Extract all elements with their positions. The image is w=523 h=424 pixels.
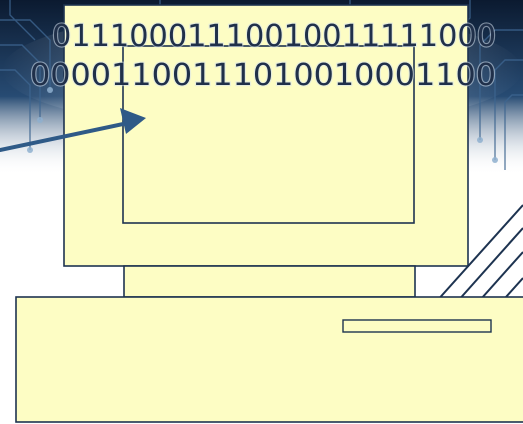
pointer-arrow-icon xyxy=(0,108,146,152)
system-unit-icon xyxy=(15,296,523,423)
monitor-icon xyxy=(63,4,469,267)
arrow-head xyxy=(120,108,146,134)
arrow-shaft xyxy=(0,121,130,152)
disk-drive-slot xyxy=(342,319,492,333)
binary-stream: 01110001110010011111000 0111000111001001… xyxy=(29,18,497,94)
binary-line-1: 01110001110010011111000 xyxy=(52,19,496,54)
system-unit-body xyxy=(15,296,523,423)
monitor-stand xyxy=(123,265,416,298)
binary-line-2-halo: 00001100111010010001100 xyxy=(30,58,496,93)
monitor-screen xyxy=(122,45,415,224)
binary-line-2: 00001100111010010001100 xyxy=(30,58,496,93)
binary-line-1-halo: 01110001110010011111000 xyxy=(52,19,496,54)
